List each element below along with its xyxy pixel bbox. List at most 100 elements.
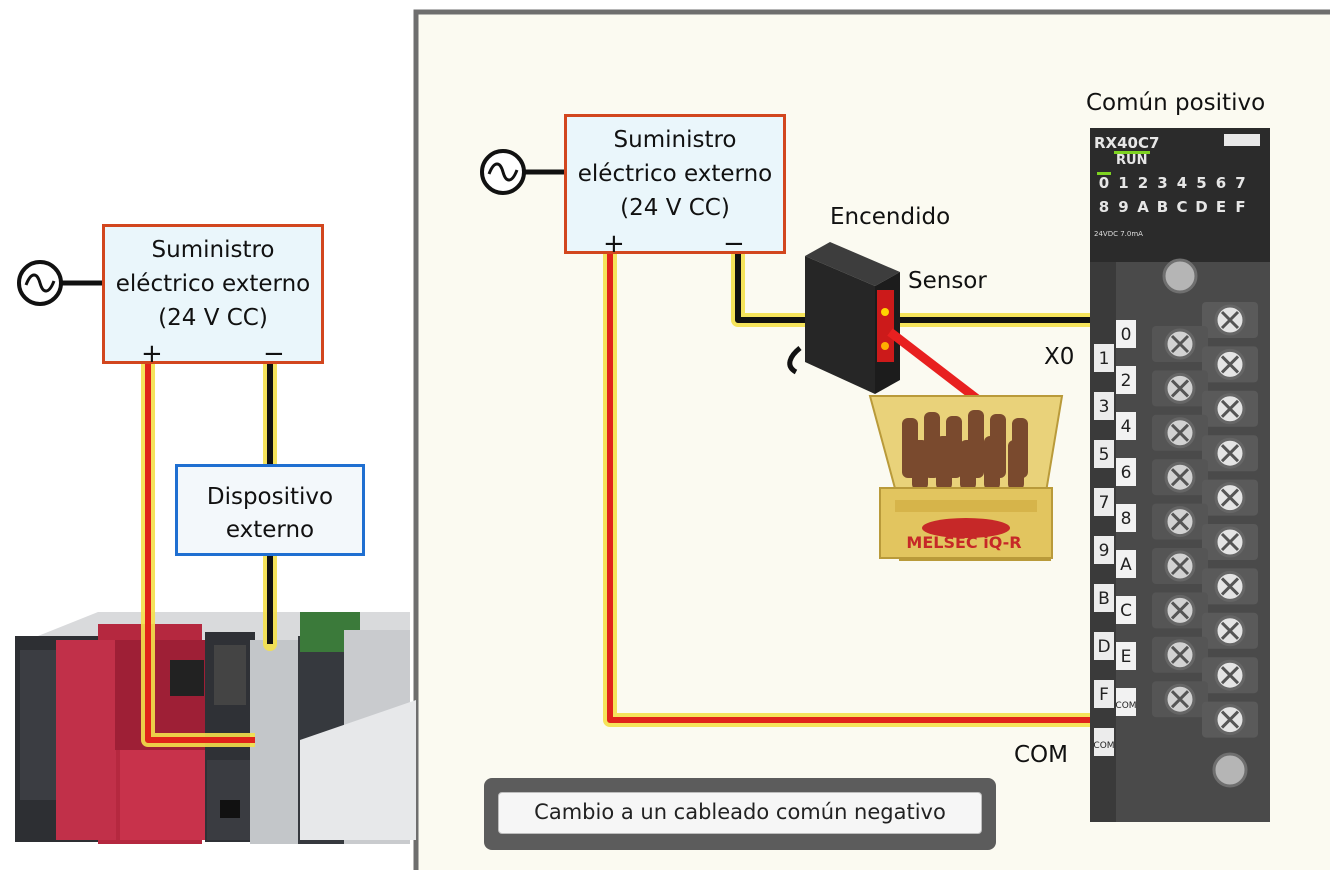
- terminal-number: C: [1120, 601, 1132, 621]
- screw-slot: [1220, 710, 1240, 729]
- screw-slot: [1220, 444, 1240, 463]
- minus-terminal-label: −: [723, 229, 745, 259]
- sensor-on-label: Encendido: [830, 204, 951, 230]
- terminal-number: 8: [1121, 509, 1132, 529]
- screw-slot: [1170, 645, 1190, 664]
- terminal-tab: [1116, 412, 1136, 440]
- led-label: 3: [1157, 174, 1167, 192]
- screw-slot: [1170, 512, 1190, 531]
- screw-slot: [1170, 334, 1190, 354]
- terminal-number: 2: [1121, 371, 1132, 391]
- terminal-number: F: [1099, 685, 1109, 705]
- switch-to-sink-wiring-button[interactable]: Cambio a un cableado común negativo: [498, 792, 982, 834]
- screw-slot: [1220, 399, 1240, 418]
- terminal-number: B: [1098, 589, 1110, 609]
- screw-slot: [1220, 666, 1240, 685]
- module-model: RX40C7: [1094, 134, 1159, 152]
- led-label: 2: [1138, 174, 1148, 192]
- top-mount-screw: [1162, 258, 1198, 294]
- led-label: 8: [1099, 198, 1109, 216]
- screw-slot: [1220, 310, 1240, 330]
- module-spec: 24VDC 7.0mA: [1094, 230, 1143, 238]
- terminal-tab: [1094, 584, 1114, 612]
- terminal-number: E: [1121, 647, 1132, 667]
- screw-slot: [1170, 601, 1190, 620]
- terminal-tab: [1116, 642, 1136, 670]
- screw-slot: [1220, 355, 1240, 374]
- terminal-number: COM: [1115, 701, 1136, 711]
- terminal-number: 6: [1121, 463, 1132, 483]
- plus-terminal-label: +: [603, 229, 625, 259]
- left-power-supply-box: Suministro eléctrico externo (24 V CC) +…: [102, 224, 324, 369]
- psu-line-2: eléctrico externo: [115, 271, 311, 297]
- terminal-number: 5: [1099, 445, 1110, 465]
- led-label: D: [1195, 198, 1207, 216]
- sensor-label: Sensor: [908, 268, 987, 294]
- led-label: F: [1235, 198, 1245, 216]
- led-label: 1: [1118, 174, 1128, 192]
- ac-source-icon: [17, 260, 106, 306]
- terminal-tab: [1116, 320, 1136, 348]
- psu-line-1: Suministro: [151, 237, 275, 263]
- terminal-number: 4: [1121, 417, 1132, 437]
- led-label: E: [1216, 198, 1226, 216]
- terminal-number: 1: [1099, 349, 1110, 369]
- right-power-supply-box: Suministro eléctrico externo (24 V CC) +…: [564, 114, 786, 259]
- plus-terminal-label: +: [141, 339, 163, 369]
- led-label: C: [1176, 198, 1187, 216]
- com-terminal-label: COM: [1014, 742, 1069, 768]
- screw-slot: [1170, 556, 1190, 576]
- left-wires: [141, 355, 277, 747]
- terminal-tab: [1094, 680, 1114, 708]
- terminal-tab: [1094, 728, 1114, 756]
- led-label: B: [1157, 198, 1168, 216]
- psu-line-3: (24 V CC): [158, 305, 268, 331]
- led-label: 7: [1235, 174, 1245, 192]
- screw-slot: [1170, 379, 1190, 398]
- screw-slot: [1170, 690, 1190, 709]
- terminal-tab: [1116, 458, 1136, 486]
- terminal-number: 7: [1099, 493, 1110, 513]
- device-line-2: externo: [225, 517, 315, 543]
- terminal-tab: [1116, 688, 1136, 716]
- terminal-number: COM: [1093, 741, 1114, 751]
- crate-brand-label: MELSEC iQ-R: [906, 533, 1021, 552]
- led-label: 9: [1118, 198, 1128, 216]
- terminal-tab: [1116, 504, 1136, 532]
- button-bar: Cambio a un cableado común negativo: [484, 778, 996, 850]
- terminal-tab: [1116, 596, 1136, 624]
- right-panel-frame: [413, 9, 1330, 870]
- terminal-number: D: [1097, 637, 1110, 657]
- ac-source-icon: [480, 149, 568, 195]
- bottom-mount-screw: [1212, 752, 1248, 788]
- terminal-number: 9: [1099, 541, 1110, 561]
- terminal-tab: [1094, 632, 1114, 660]
- psu-line-3: (24 V CC): [620, 195, 730, 221]
- photoelectric-sensor: [787, 242, 988, 409]
- psu-line-2: eléctrico externo: [577, 161, 773, 187]
- terminal-tab: [1116, 550, 1136, 578]
- terminal-tab: [1094, 440, 1114, 468]
- led-label: 4: [1177, 174, 1187, 192]
- led-label: A: [1137, 198, 1149, 216]
- terminal-tab: [1116, 366, 1136, 394]
- device-line-1: Dispositivo: [206, 484, 334, 510]
- led-lit-indicator: [1097, 172, 1111, 175]
- terminal-number: 3: [1099, 397, 1110, 417]
- psu-line-1: Suministro: [613, 127, 737, 153]
- bottle-crate: MELSEC iQ-R: [868, 395, 1064, 561]
- led-label: 0: [1099, 174, 1109, 192]
- screw-slot: [1220, 621, 1240, 640]
- terminal-number: 0: [1121, 325, 1132, 345]
- terminal-tab: [1094, 536, 1114, 564]
- screw-slot: [1170, 468, 1190, 487]
- x0-terminal-label: X0: [1044, 344, 1075, 370]
- screw-slot: [1170, 423, 1190, 442]
- led-label: 6: [1216, 174, 1226, 192]
- module-run-led: RUN: [1116, 153, 1147, 168]
